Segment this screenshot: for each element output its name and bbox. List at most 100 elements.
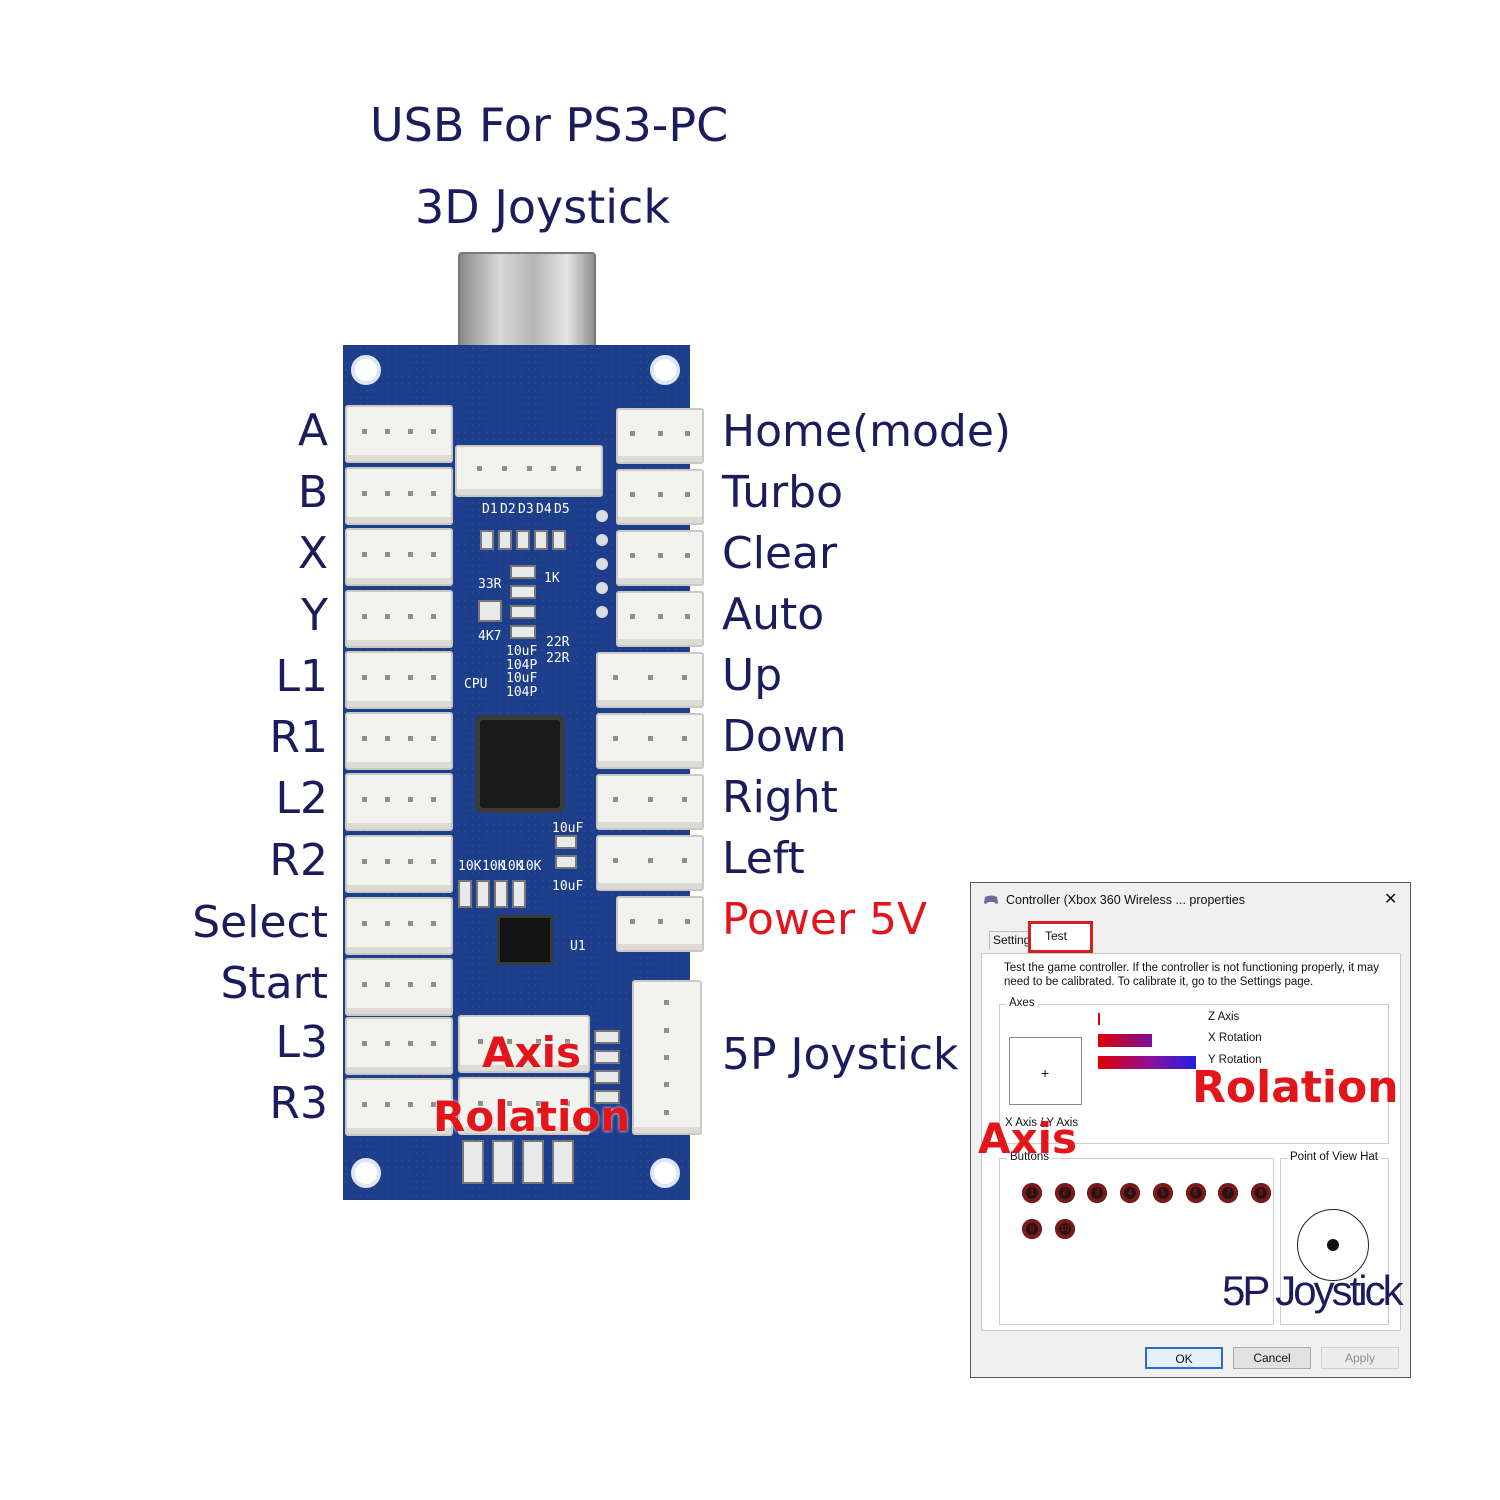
title-3d-joystick: 3D Joystick	[415, 180, 670, 234]
apply-button[interactable]: Apply	[1321, 1347, 1399, 1369]
label-start: Start	[220, 958, 329, 1009]
connector-select	[345, 897, 453, 955]
test-pad	[596, 582, 608, 594]
x-rotation-label: X Rotation	[1208, 1032, 1262, 1044]
silk-d2: D2	[500, 502, 516, 517]
connector-power-5v	[616, 896, 704, 952]
connector-clear	[616, 530, 704, 586]
label-l3: L3	[275, 1017, 328, 1068]
connector-l2	[345, 773, 453, 831]
controller-icon	[983, 893, 999, 905]
led-d1	[480, 530, 494, 550]
silk-d3: D3	[518, 502, 534, 517]
label-5p-joystick: 5P Joystick	[722, 1029, 959, 1080]
silk-10k-b: 10K	[482, 859, 506, 874]
connector-a	[345, 405, 453, 463]
silk-10k-d: 10K	[518, 859, 542, 874]
label-r2: R2	[269, 835, 328, 886]
smd-part	[594, 1090, 620, 1104]
test-pad	[596, 510, 608, 522]
y-rotation-bar	[1098, 1056, 1196, 1069]
diode	[522, 1140, 544, 1184]
smd-resistor	[510, 565, 536, 579]
label-clear: Clear	[722, 528, 838, 579]
z-axis-label: Z Axis	[1208, 1011, 1240, 1023]
dialog-joystick-label: 5P Joystick	[1222, 1267, 1404, 1314]
title-usb-ps3-pc: USB For PS3-PC	[370, 98, 729, 152]
connector-y	[345, 590, 453, 648]
dialog-axis-label: Axis	[978, 1114, 1077, 1163]
label-home-mode-: Home(mode)	[722, 406, 1012, 457]
axis-connector	[458, 1015, 590, 1073]
smd-cap	[555, 835, 577, 849]
connector-b	[345, 467, 453, 525]
silk-33r: 33R	[478, 577, 502, 592]
cancel-button[interactable]: Cancel	[1233, 1347, 1311, 1369]
silk-d5: D5	[554, 502, 570, 517]
label-r3: R3	[269, 1078, 328, 1129]
silk-22r-a: 22R	[546, 635, 570, 650]
pov-hat-center	[1327, 1239, 1339, 1251]
tab-test-label: Test	[1045, 929, 1068, 943]
connector-l3	[345, 1017, 453, 1075]
close-icon[interactable]: ✕	[1384, 891, 1398, 908]
smd-resistor	[510, 585, 536, 599]
connector-auto	[616, 591, 704, 647]
xy-axis-box	[1009, 1037, 1082, 1105]
controller-properties-dialog: Controller (Xbox 360 Wireless ... proper…	[970, 882, 1411, 1378]
silk-1k: 1K	[544, 571, 560, 586]
middle-top-connector	[455, 445, 603, 497]
axes-group-label: Axes	[1006, 997, 1038, 1010]
controller-button-9: 9	[1022, 1219, 1042, 1239]
axes-groupbox	[999, 1004, 1389, 1144]
mount-hole	[650, 355, 680, 385]
label-b: B	[297, 467, 328, 518]
label-turbo: Turbo	[722, 467, 844, 518]
controller-button-3: 3	[1087, 1183, 1108, 1203]
test-pad	[596, 606, 608, 618]
label-y: Y	[301, 590, 328, 641]
controller-button-6: 6	[1185, 1183, 1206, 1203]
label-x: X	[297, 528, 328, 579]
joystick-5p-connector	[632, 980, 702, 1135]
crosshair: +	[1041, 1065, 1050, 1081]
controller-button-1: 1	[1022, 1183, 1042, 1203]
controller-button-7: 7	[1218, 1183, 1239, 1203]
xy-axis-caption: X Axis / Y Axis	[1005, 1117, 1079, 1129]
connector-right	[596, 774, 704, 830]
label-up: Up	[722, 650, 783, 701]
label-auto: Auto	[722, 589, 825, 640]
label-l2: L2	[275, 773, 328, 824]
description-line-2: need to be calibrated. To calibrate it, …	[1004, 976, 1314, 988]
pov-hat-circle	[1297, 1209, 1369, 1281]
led-d4	[534, 530, 548, 550]
connector-start	[345, 958, 453, 1016]
test-tab-panel: Test the game controller. If the control…	[981, 953, 1401, 1331]
led-d2	[498, 530, 512, 550]
smd-part	[594, 1050, 620, 1064]
diode	[492, 1140, 514, 1184]
label-r1: R1	[269, 712, 328, 763]
label-power-5v: Power 5V	[722, 894, 928, 945]
silk-10k-c: 10K	[500, 859, 524, 874]
label-left: Left	[722, 833, 805, 884]
dialog-rotation-label: Rolation	[1192, 1062, 1399, 1113]
silk-cpu: CPU	[464, 677, 488, 692]
z-axis-bar	[1098, 1013, 1100, 1025]
tab-setting[interactable]: Setting	[989, 931, 1035, 950]
label-a: A	[297, 405, 328, 456]
silk-u1: U1	[570, 939, 586, 954]
ok-button[interactable]: OK	[1145, 1347, 1223, 1369]
smd-resistor	[494, 880, 508, 908]
x-rotation-bar	[1098, 1034, 1152, 1047]
controller-button-2: 2	[1054, 1183, 1075, 1203]
y-rotation-label: Y Rotation	[1208, 1054, 1262, 1066]
label-select: Select	[192, 897, 328, 948]
test-pad	[596, 534, 608, 546]
tab-test[interactable]: Test	[1028, 921, 1093, 953]
label-right: Right	[722, 772, 838, 823]
mount-hole	[351, 1158, 381, 1188]
test-pad	[596, 558, 608, 570]
silk-10uf-bot: 10uF	[552, 879, 584, 894]
cpu-chip	[480, 720, 560, 808]
